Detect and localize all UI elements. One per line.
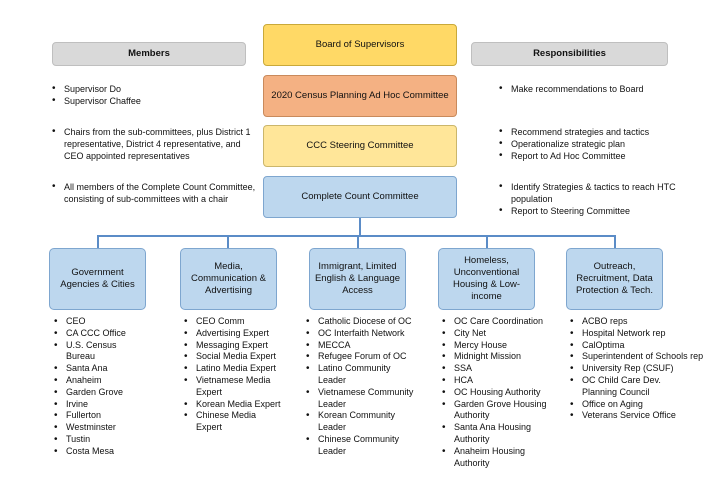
subcommittee-government-box: Government Agencies & Cities: [49, 248, 146, 310]
list-item: Santa Ana Housing Authority: [440, 422, 544, 446]
list-item: Fullerton: [52, 410, 172, 422]
connector-drop-2: [227, 235, 229, 249]
responsibilities-list-ad-hoc: Make recommendations to Board: [497, 83, 697, 95]
list-item: Recommend strategies and tactics: [497, 126, 697, 138]
list-item: Refugee Forum of OC: [304, 351, 434, 363]
list-item: Veterans Service Office: [568, 410, 708, 422]
list-item: All members of the Complete Count Commit…: [50, 181, 262, 205]
list-item: Mercy House: [440, 340, 565, 352]
responsibilities-list-ccc: Identify Strategies & tactics to reach H…: [497, 181, 697, 217]
responsibilities-header: Responsibilities: [471, 42, 668, 66]
list-item: Midnight Mission: [440, 351, 565, 363]
list-item: Messaging Expert: [182, 340, 302, 352]
list-item: Santa Ana: [52, 363, 172, 375]
list-item: Latino Community Leader: [304, 363, 404, 387]
list-item: Identify Strategies & tactics to reach H…: [497, 181, 697, 205]
list-item: CEO: [52, 316, 172, 328]
list-item: Korean Community Leader: [304, 410, 404, 434]
subcommittee-outreach-box: Outreach, Recruitment, Data Protection &…: [566, 248, 663, 310]
list-item: OC Housing Authority: [440, 387, 565, 399]
list-item: Garden Grove Housing Authority: [440, 399, 558, 423]
list-item: Advertising Expert: [182, 328, 302, 340]
list-item: ACBO reps: [568, 316, 708, 328]
list-item: Irvine: [52, 399, 172, 411]
ccc-steering-committee-box: CCC Steering Committee: [263, 125, 457, 167]
list-item: Tustin: [52, 434, 172, 446]
list-item: OC Interfaith Network: [304, 328, 434, 340]
list-item: Office on Aging: [568, 399, 708, 411]
list-item: MECCA: [304, 340, 434, 352]
members-list-board: Supervisor Do Supervisor Chaffee: [50, 83, 255, 107]
members-header: Members: [52, 42, 246, 66]
list-item: CA CCC Office: [52, 328, 172, 340]
list-item: OC Care Coordination: [440, 316, 565, 328]
list-item: Vietnamese Community Leader: [304, 387, 428, 411]
list-item: SSA: [440, 363, 565, 375]
members-list-ccc: All members of the Complete Count Commit…: [50, 181, 262, 205]
list-item: HCA: [440, 375, 565, 387]
complete-count-committee-box: Complete Count Committee: [263, 176, 457, 218]
list-item: CalOptima: [568, 340, 708, 352]
list-item: Operationalize strategic plan: [497, 138, 697, 150]
list-item: Catholic Diocese of OC: [304, 316, 434, 328]
list-item: Supervisor Do: [50, 83, 255, 95]
list-item: Korean Media Expert: [182, 399, 302, 411]
list-item: Chairs from the sub-committees, plus Dis…: [50, 126, 262, 162]
subcommittee-outreach-list: ACBO reps Hospital Network rep CalOptima…: [568, 316, 708, 422]
list-item: OC Child Care Dev. Planning Council: [568, 375, 686, 399]
connector-drop-4: [486, 235, 488, 249]
subcommittee-government-list: CEO CA CCC Office U.S. Census Bureau San…: [52, 316, 172, 458]
list-item: Westminster: [52, 422, 172, 434]
board-of-supervisors-box: Board of Supervisors: [263, 24, 457, 66]
list-item: U.S. Census Bureau: [52, 340, 132, 364]
list-item: Report to Steering Committee: [497, 205, 697, 217]
subcommittee-media-list: CEO Comm Advertising Expert Messaging Ex…: [182, 316, 302, 434]
list-item: Costa Mesa: [52, 446, 172, 458]
list-item: Anaheim Housing Authority: [440, 446, 540, 470]
members-list-steering: Chairs from the sub-committees, plus Dis…: [50, 126, 262, 162]
list-item: City Net: [440, 328, 565, 340]
list-item: Chinese Community Leader: [304, 434, 404, 458]
subcommittee-immigrant-box: Immigrant, Limited English & Language Ac…: [309, 248, 406, 310]
subcommittee-homeless-box: Homeless, Unconventional Housing & Low-i…: [438, 248, 535, 310]
subcommittee-immigrant-list: Catholic Diocese of OC OC Interfaith Net…: [304, 316, 434, 458]
connector-drop-3: [357, 235, 359, 249]
connector-trunk: [359, 218, 361, 236]
list-item: Anaheim: [52, 375, 172, 387]
list-item: Hospital Network rep: [568, 328, 708, 340]
responsibilities-list-steering: Recommend strategies and tactics Operati…: [497, 126, 697, 162]
list-item: CEO Comm: [182, 316, 302, 328]
list-item: Latino Media Expert: [182, 363, 302, 375]
list-item: Report to Ad Hoc Committee: [497, 150, 697, 162]
list-item: Supervisor Chaffee: [50, 95, 255, 107]
list-item: University Rep (CSUF): [568, 363, 708, 375]
census-ad-hoc-committee-box: 2020 Census Planning Ad Hoc Committee: [263, 75, 457, 117]
connector-bus: [97, 235, 616, 237]
subcommittee-media-box: Media, Communication & Advertising: [180, 248, 277, 310]
list-item: Make recommendations to Board: [497, 83, 697, 95]
list-item: Garden Grove: [52, 387, 172, 399]
list-item: Social Media Expert: [182, 351, 302, 363]
list-item: Superintendent of Schools rep: [568, 351, 708, 363]
list-item: Vietnamese Media Expert: [182, 375, 294, 399]
connector-drop-5: [614, 235, 616, 249]
list-item: Chinese Media Expert: [182, 410, 274, 434]
connector-drop-1: [97, 235, 99, 249]
subcommittee-homeless-list: OC Care Coordination City Net Mercy Hous…: [440, 316, 565, 469]
